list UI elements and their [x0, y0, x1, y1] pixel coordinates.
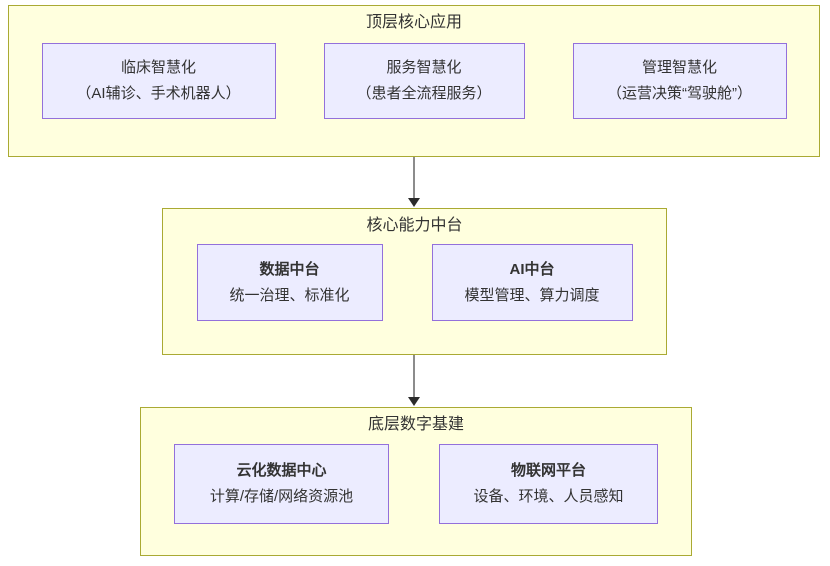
arrow-top-to-middle	[407, 157, 421, 207]
node-title: 物联网平台	[510, 462, 586, 479]
node-cloud-datacenter: 云化数据中心 计算/存储/网络资源池	[174, 444, 389, 524]
cluster-top-node-row: 临床智慧化 （AI辅诊、手术机器人） 服务智慧化 （患者全流程服务） 管理智慧化…	[9, 43, 819, 119]
node-clinical-intelligence: 临床智慧化 （AI辅诊、手术机器人）	[41, 43, 276, 119]
cluster-core-platform: 核心能力中台 数据中台 统一治理、标准化 AI中台 模型管理、算力调度	[162, 208, 667, 355]
node-subtitle: （患者全流程服务）	[356, 85, 492, 102]
node-title: 管理智慧化	[641, 59, 717, 76]
node-title: 服务智慧化	[386, 59, 462, 76]
node-subtitle: （AI辅诊、手术机器人）	[76, 85, 241, 102]
node-title: 数据中台	[259, 260, 320, 278]
node-subtitle: 统一治理、标准化	[229, 286, 350, 304]
node-data-platform: 数据中台 统一治理、标准化	[196, 244, 383, 321]
node-title: 临床智慧化	[120, 59, 196, 76]
arrow-middle-to-bottom	[407, 355, 421, 406]
node-ai-platform: AI中台 模型管理、算力调度	[431, 244, 633, 321]
node-title: AI中台	[509, 260, 555, 278]
cluster-infrastructure: 底层数字基建 云化数据中心 计算/存储/网络资源池 物联网平台 设备、环境、人员…	[140, 407, 692, 556]
node-subtitle: 模型管理、算力调度	[464, 286, 600, 304]
arrow-head-icon	[408, 397, 420, 406]
cluster-bottom-node-row: 云化数据中心 计算/存储/网络资源池 物联网平台 设备、环境、人员感知	[141, 444, 691, 524]
cluster-top-applications: 顶层核心应用 临床智慧化 （AI辅诊、手术机器人） 服务智慧化 （患者全流程服务…	[8, 5, 820, 157]
arrow-head-icon	[408, 198, 420, 207]
cluster-top-title: 顶层核心应用	[365, 14, 462, 31]
cluster-bottom-title: 底层数字基建	[367, 416, 464, 433]
node-management-intelligence: 管理智慧化 （运营决策“驾驶舱”）	[572, 43, 787, 119]
cluster-middle-title: 核心能力中台	[366, 217, 463, 234]
node-iot-platform: 物联网平台 设备、环境、人员感知	[439, 444, 658, 524]
node-service-intelligence: 服务智慧化 （患者全流程服务）	[323, 43, 525, 119]
arrow-shaft	[413, 157, 415, 198]
node-title: 云化数据中心	[236, 462, 327, 479]
arrow-shaft	[413, 355, 415, 397]
node-subtitle: 计算/存储/网络资源池	[209, 488, 354, 505]
node-subtitle: 设备、环境、人员感知	[473, 488, 624, 505]
node-subtitle: （运营决策“驾驶舱”）	[607, 85, 752, 102]
cluster-middle-node-row: 数据中台 统一治理、标准化 AI中台 模型管理、算力调度	[163, 244, 666, 321]
